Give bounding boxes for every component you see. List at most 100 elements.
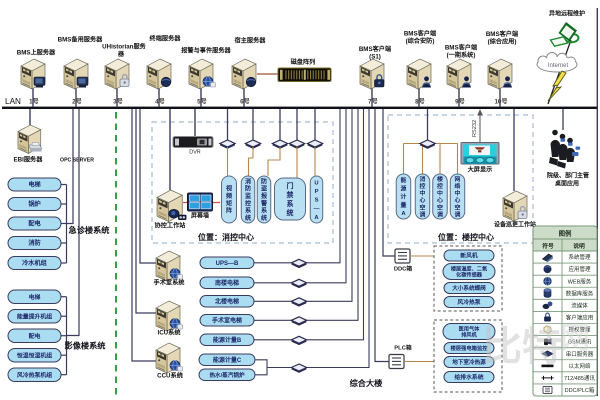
svg-text:DDC箱: DDC箱 — [394, 265, 413, 273]
svg-text:4号: 4号 — [155, 98, 165, 106]
svg-text:(综合应用): (综合应用) — [488, 38, 517, 46]
svg-text:A: A — [401, 211, 406, 217]
svg-text:心: 心 — [455, 196, 461, 204]
svg-text:UHistorian服务: UHistorian服务 — [102, 43, 146, 51]
svg-text:给排水系统: 给排水系统 — [455, 373, 484, 381]
svg-text:能源计量B: 能源计量B — [213, 336, 242, 344]
svg-text:南楼电梯: 南楼电梯 — [215, 279, 239, 287]
svg-text:急诊楼系统: 急诊楼系统 — [69, 225, 111, 235]
svg-text:S: S — [315, 198, 319, 204]
svg-text:BMS客户端: BMS客户端 — [486, 30, 519, 38]
svg-text:院级、部门主管: 院级、部门主管 — [547, 172, 589, 180]
svg-text:消: 消 — [245, 177, 251, 185]
svg-text:BMS客户端: BMS客户端 — [404, 30, 437, 38]
svg-text:屏幕墙: 屏幕墙 — [190, 212, 209, 220]
svg-text:报警与事件服务器: 报警与事件服务器 — [181, 47, 231, 55]
svg-text:EBI服务器: EBI服务器 — [14, 156, 44, 164]
svg-text:以太网络: 以太网络 — [568, 362, 591, 370]
svg-text:大小系统蝶阀: 大小系统蝶阀 — [452, 284, 486, 292]
svg-text:警: 警 — [260, 199, 268, 207]
svg-text:协控工作站: 协控工作站 — [155, 222, 187, 230]
svg-text:防: 防 — [261, 177, 267, 185]
svg-text:消防: 消防 — [28, 239, 41, 247]
svg-text:配电: 配电 — [28, 220, 41, 228]
svg-text:BMS备用服务器: BMS备用服务器 — [58, 36, 103, 44]
svg-text:系统管理: 系统管理 — [568, 253, 591, 261]
svg-text:调: 调 — [437, 210, 443, 218]
svg-text:客户端应用: 客户端应用 — [566, 314, 594, 322]
svg-text:712/485通讯: 712/485通讯 — [564, 374, 595, 382]
svg-text:锅炉: 锅炉 — [28, 200, 40, 208]
svg-text:位置：楼控中心: 位置：楼控中心 — [438, 232, 494, 242]
svg-text:桌面应用: 桌面应用 — [555, 180, 579, 188]
svg-text:比特: 比特 — [482, 325, 562, 369]
svg-text:GSM通讯: GSM通讯 — [568, 338, 592, 346]
svg-text:应用管理: 应用管理 — [568, 265, 591, 273]
svg-text:盗: 盗 — [261, 185, 268, 193]
svg-text:系: 系 — [287, 199, 294, 208]
svg-text:消: 消 — [420, 175, 426, 183]
svg-text:磁盘阵列: 磁盘阵列 — [291, 58, 316, 66]
svg-text:医用气体: 医用气体 — [459, 324, 481, 332]
svg-text:调: 调 — [455, 210, 461, 218]
svg-text:手术室系统: 手术室系统 — [154, 279, 186, 287]
svg-text:频: 频 — [226, 192, 233, 200]
svg-text:—: — — [314, 206, 320, 212]
svg-text:计: 计 — [401, 193, 407, 201]
svg-text:3号: 3号 — [113, 98, 123, 106]
svg-text:ICU系统: ICU系统 — [157, 329, 181, 337]
svg-text:恒温恒湿机组: 恒温恒湿机组 — [16, 351, 52, 359]
svg-text:空: 空 — [455, 203, 461, 211]
svg-text:配电: 配电 — [29, 332, 41, 340]
svg-text:统: 统 — [287, 208, 294, 217]
svg-text:说明: 说明 — [573, 242, 585, 250]
svg-text:LAN: LAN — [5, 97, 21, 106]
svg-text:异地远程维护: 异地远程维护 — [549, 10, 585, 18]
svg-text:楼层温度、二氧: 楼层温度、二氧 — [451, 264, 488, 272]
svg-text:电梯: 电梯 — [28, 181, 41, 189]
svg-text:心: 心 — [420, 196, 426, 204]
svg-text:控: 控 — [245, 199, 251, 207]
svg-text:流媒体: 流媒体 — [571, 301, 588, 309]
svg-text:授权管理: 授权管理 — [568, 326, 591, 334]
svg-text:阵: 阵 — [226, 207, 232, 215]
svg-text:北楼电梯: 北楼电梯 — [215, 297, 239, 305]
svg-text:BMS客户端: BMS客户端 — [359, 45, 392, 53]
svg-text:图例: 图例 — [559, 229, 572, 238]
svg-text:A: A — [314, 215, 319, 221]
svg-text:手术室电梯: 手术室电梯 — [212, 316, 242, 324]
svg-text:串口服务器: 串口服务器 — [566, 350, 594, 358]
svg-text:冷水机组: 冷水机组 — [22, 259, 48, 267]
svg-text:报: 报 — [261, 192, 268, 200]
svg-text:设备巡更工作站: 设备巡更工作站 — [494, 221, 536, 229]
svg-text:终端服务器: 终端服务器 — [150, 35, 182, 43]
svg-text:影像楼系统: 影像楼系统 — [65, 341, 107, 351]
svg-text:电梯: 电梯 — [29, 293, 41, 301]
svg-text:中: 中 — [455, 189, 461, 197]
svg-text:宿主服务器: 宿主服务器 — [235, 37, 267, 45]
svg-text:楼层强电箱监控: 楼层强电箱监控 — [450, 344, 488, 352]
svg-text:系: 系 — [245, 207, 251, 215]
svg-text:BMS上服务器: BMS上服务器 — [17, 49, 56, 57]
svg-text:控: 控 — [437, 182, 443, 190]
svg-text:系: 系 — [261, 207, 267, 215]
svg-text:控: 控 — [420, 182, 426, 190]
svg-text:综合大楼: 综合大楼 — [350, 378, 384, 388]
svg-text:1号: 1号 — [29, 98, 39, 106]
svg-text:U: U — [314, 180, 318, 186]
svg-text:排风机: 排风机 — [461, 330, 477, 338]
svg-text:化碳传感器: 化碳传感器 — [456, 270, 483, 278]
svg-text:监: 监 — [245, 192, 251, 200]
svg-text:(一期系统): (一期系统) — [447, 51, 476, 59]
svg-text:心: 心 — [437, 196, 443, 204]
svg-text:5号: 5号 — [197, 98, 207, 106]
svg-text:能: 能 — [401, 176, 407, 184]
svg-text:P: P — [315, 189, 319, 195]
svg-text:禁: 禁 — [286, 190, 294, 199]
svg-text:6号: 6号 — [240, 98, 250, 106]
svg-text:能量提升机组: 能量提升机组 — [17, 312, 52, 320]
svg-text:网: 网 — [560, 322, 590, 355]
svg-text:符号: 符号 — [542, 242, 554, 250]
svg-text:地下室冷热源: 地下室冷热源 — [452, 358, 486, 366]
svg-text:RS232: RS232 — [472, 120, 478, 137]
